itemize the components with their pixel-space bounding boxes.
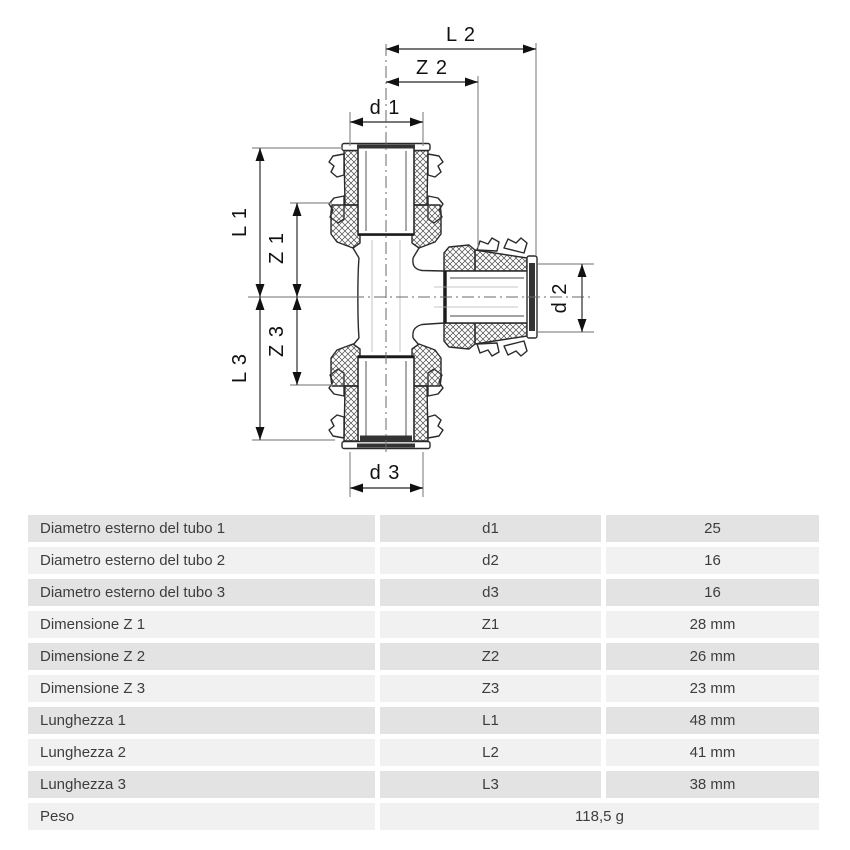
spec-value-cell: 118,5 g xyxy=(380,803,819,830)
table-row: Dimensione Z 1 Z1 28 mm xyxy=(28,611,819,638)
dim-label-l2: L 2 xyxy=(446,24,476,46)
spec-label-cell: Lunghezza 3 xyxy=(28,771,375,798)
top-end-band xyxy=(357,144,415,149)
spec-symbol-cell: Z3 xyxy=(380,675,601,702)
spec-label-cell: Diametro esterno del tubo 1 xyxy=(28,515,375,542)
dim-label-z3: Z 3 xyxy=(266,325,288,357)
spec-value-cell: 26 mm xyxy=(606,643,819,670)
spec-value-cell: 38 mm xyxy=(606,771,819,798)
bottom-socket-detail xyxy=(365,361,407,438)
table-row-weight: Peso 118,5 g xyxy=(28,803,819,830)
table-row: Diametro esterno del tubo 3 d3 16 xyxy=(28,579,819,606)
spec-label-cell: Peso xyxy=(28,803,375,830)
top-taper xyxy=(352,247,420,259)
table-row: Diametro esterno del tubo 1 d1 25 xyxy=(28,515,819,542)
spec-symbol-cell: L2 xyxy=(380,739,601,766)
table-row: Lunghezza 2 L2 41 mm xyxy=(28,739,819,766)
dim-label-z2: Z 2 xyxy=(416,57,448,79)
dim-label-l1: L 1 xyxy=(229,207,251,237)
dimension-labels: L 2 Z 2 d 1 d 3 L 1 Z 1 Z 3 L 3 d 2 xyxy=(229,24,571,484)
table-row: Dimensione Z 2 Z2 26 mm xyxy=(28,643,819,670)
spec-value-cell: 16 xyxy=(606,547,819,574)
table-row: Dimensione Z 3 Z3 23 mm xyxy=(28,675,819,702)
spec-value-cell: 41 mm xyxy=(606,739,819,766)
top-socket-detail xyxy=(365,151,407,231)
spec-value-cell: 23 mm xyxy=(606,675,819,702)
spec-value-cell: 28 mm xyxy=(606,611,819,638)
table-row: Lunghezza 3 L3 38 mm xyxy=(28,771,819,798)
body-tube xyxy=(352,257,445,346)
spec-symbol-cell: d1 xyxy=(380,515,601,542)
spec-symbol-cell: d2 xyxy=(380,547,601,574)
table-row: Diametro esterno del tubo 2 d2 16 xyxy=(28,547,819,574)
technical-drawing: L 2 Z 2 d 1 d 3 L 1 Z 1 Z 3 L 3 d 2 xyxy=(229,24,594,497)
spec-label-cell: Dimensione Z 2 xyxy=(28,643,375,670)
tee-fitting xyxy=(328,142,538,450)
spec-symbol-cell: L3 xyxy=(380,771,601,798)
spec-label-cell: Dimensione Z 1 xyxy=(28,611,375,638)
spec-label-cell: Lunghezza 1 xyxy=(28,707,375,734)
spec-label-cell: Dimensione Z 3 xyxy=(28,675,375,702)
dim-label-d2: d 2 xyxy=(549,283,571,314)
extension-lines xyxy=(248,43,594,497)
side-socket-detail xyxy=(450,277,524,317)
dim-label-l3: L 3 xyxy=(229,353,251,383)
spec-symbol-cell: Z1 xyxy=(380,611,601,638)
spec-symbol-cell: d3 xyxy=(380,579,601,606)
spec-value-cell: 16 xyxy=(606,579,819,606)
dim-label-d1: d 1 xyxy=(370,97,401,119)
dimension-arrows xyxy=(255,44,587,493)
spec-symbol-cell: Z2 xyxy=(380,643,601,670)
spec-label-cell: Diametro esterno del tubo 2 xyxy=(28,547,375,574)
spec-label-cell: Lunghezza 2 xyxy=(28,739,375,766)
bore-lines xyxy=(371,240,518,352)
side-connection-sleeve xyxy=(443,244,528,350)
spec-label-cell: Diametro esterno del tubo 3 xyxy=(28,579,375,606)
spec-value-cell: 48 mm xyxy=(606,707,819,734)
spec-table: Diametro esterno del tubo 1 d1 25 Diamet… xyxy=(28,515,819,830)
bottom-inner-band xyxy=(360,435,412,442)
spec-symbol-cell: L1 xyxy=(380,707,601,734)
centerlines xyxy=(352,44,592,453)
dim-label-z1: Z 1 xyxy=(266,232,288,264)
table-row: Lunghezza 1 L1 48 mm xyxy=(28,707,819,734)
side-connection-clips xyxy=(476,237,528,357)
dim-label-d3: d 3 xyxy=(370,462,401,484)
spec-value-cell: 25 xyxy=(606,515,819,542)
